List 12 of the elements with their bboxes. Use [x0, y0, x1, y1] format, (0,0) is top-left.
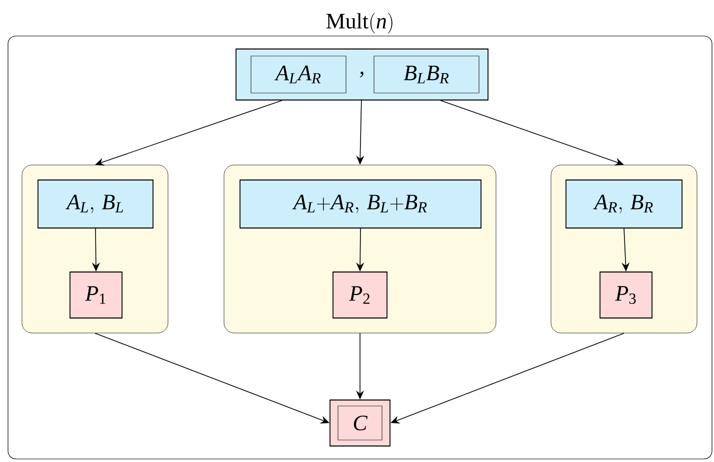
title: $\textsc{Mult}(n)$	[326, 12, 392, 34]
input-box: $A_L{+}A_R,\, B_L{+}B_R$	[240, 180, 482, 228]
input-box: $A_R,\, B_R$	[566, 180, 682, 228]
product-box	[330, 400, 390, 446]
product-box: $P_3$	[600, 272, 652, 318]
product-box: $P_2$	[332, 272, 388, 318]
diagram-frame	[8, 12, 712, 460]
operand-box: $B_LB_R$	[374, 56, 480, 94]
input-box: $A_L,\, B_L$	[38, 180, 154, 228]
operand-box: $C$	[338, 406, 382, 440]
operand-box: $A_LA_R$	[250, 56, 346, 94]
product-box: $P_1$	[70, 272, 122, 318]
